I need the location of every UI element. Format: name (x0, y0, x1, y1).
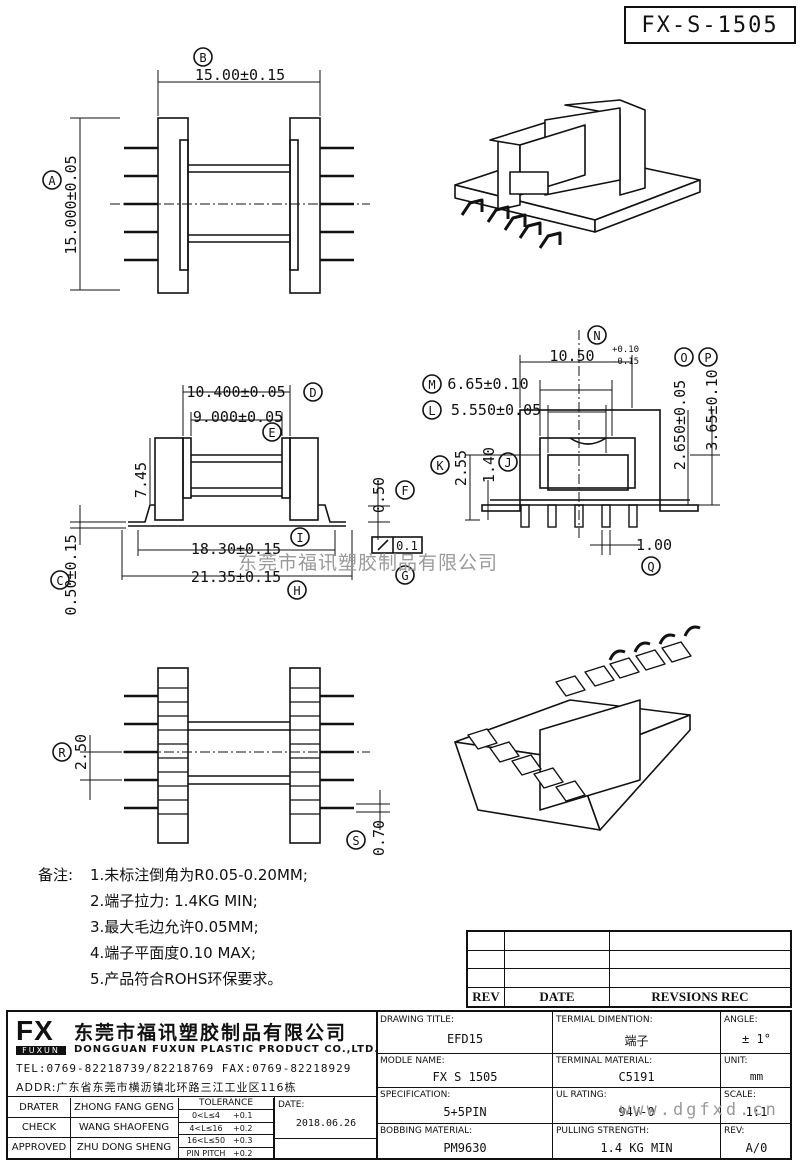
top-view (42, 47, 370, 294)
notes: 备注: 1.未标注倒角为R0.05-0.20MM; 2.端子拉力: 1.4KG M… (38, 862, 308, 992)
ul-rating: 94V-0 (618, 1105, 655, 1119)
label-i: I (296, 531, 303, 545)
dim-s: 0.70 (370, 820, 388, 856)
note-item: 1.未标注倒角为R0.05-0.20MM; (90, 866, 308, 884)
note-item: 2.端子拉力: 1.4KG MIN; (90, 892, 258, 910)
company-logo: FX FUXUN (16, 1016, 70, 1060)
dim-g: 0.1 (396, 539, 418, 553)
dim-m: 6.65±0.10 (447, 375, 528, 393)
label-g: G (401, 569, 408, 583)
title-block: FX FUXUN 东莞市福讯塑胶制品有限公司 DONGGUAN FUXUN PL… (6, 1010, 792, 1160)
technical-drawing: B 15.00±0.15 A 15.000±0.05 (42, 47, 721, 856)
company-name-en: DONGGUAN FUXUN PLASTIC PRODUCT CO.,LTD. (74, 1044, 380, 1055)
company-addr: ADDR:广东省东莞市横沥镇北环路三江工业区116栋 (16, 1081, 297, 1094)
unit: mm (749, 1070, 764, 1083)
note-item: 4.端子平面度0.10 MAX; (90, 944, 257, 962)
dim-j: 1.40 (480, 447, 498, 483)
dim-o: 2.650±0.05 (671, 380, 689, 470)
model-name: FX S 1505 (432, 1070, 498, 1084)
label-f: F (401, 484, 408, 498)
dim-height: 7.45 (132, 462, 150, 498)
dim-q: 1.00 (636, 536, 672, 554)
label-j: J (504, 456, 511, 470)
angle: ± 1° (742, 1032, 771, 1046)
label-k: K (436, 459, 444, 473)
dim-h: 21.35±0.15 (191, 568, 281, 586)
dim-e: 9.000±0.05 (193, 408, 283, 426)
note-item: 3.最大毛边允许0.05MM; (90, 918, 259, 936)
dim-f: 0.50 (370, 477, 388, 513)
side-view (50, 382, 423, 600)
label-r: R (58, 746, 66, 760)
date-header: DATE (504, 987, 610, 1008)
label-h: H (293, 584, 300, 598)
signature-block: DRATER ZHONG FANG GENG CHECK WANG SHAOFE… (8, 1098, 274, 1159)
label-q: Q (647, 560, 654, 574)
dim-a: 15.000±0.05 (62, 155, 80, 254)
drater-name: ZHONG FANG GENG (70, 1098, 179, 1118)
terminal-material: C5191 (618, 1070, 655, 1084)
specification: 5+5PIN (443, 1105, 487, 1119)
dim-d: 10.400±0.05 (186, 383, 285, 401)
notes-title: 备注: (38, 866, 74, 884)
dim-l: 5.550±0.05 (451, 401, 541, 419)
watermark-url: www.dgfxd.cn (620, 1100, 779, 1120)
label-s: S (352, 834, 359, 848)
label-d: D (309, 386, 316, 400)
label-l: L (428, 404, 435, 418)
company-name-cn: 东莞市福讯塑胶制品有限公司 (74, 1022, 348, 1044)
label-a: A (48, 174, 56, 188)
approved-name: ZHU DONG SHENG (70, 1138, 179, 1158)
label-n: N (593, 329, 600, 343)
date-label: DATE: (278, 1100, 305, 1110)
dim-b: 15.00±0.15 (195, 66, 285, 84)
front-view (422, 325, 720, 576)
dim-i: 18.30±0.15 (191, 540, 281, 558)
dim-r: 2.50 (72, 734, 90, 770)
company-tel: TEL:0769-82218739/82218769 FAX:0769-8221… (16, 1062, 352, 1075)
date-value: 2018.06.26 (295, 1118, 357, 1129)
label-b: B (199, 51, 206, 65)
label-c: C (56, 574, 63, 588)
label-e: E (268, 426, 275, 440)
check-name: WANG SHAOFENG (70, 1118, 179, 1138)
terminal-dimension: 端子 (624, 1034, 649, 1048)
dim-c: 0.50±0.15 (62, 534, 80, 615)
dim-n-tol-top: +0.10 (612, 345, 639, 355)
revision: A/0 (745, 1141, 768, 1155)
tolerance-table: 0<L≤4+0.1 4<L≤16+0.2 16<L≤50+0.3 PIN PIT… (179, 1110, 274, 1159)
watermark-text: 东莞市福讯塑胶制品有限公司 (238, 552, 499, 574)
dim-p: 3.65±0.10 (703, 369, 721, 450)
drawing-title: EFD15 (446, 1032, 484, 1046)
iso-view-bottom (454, 625, 701, 831)
scale: 1:1 (745, 1105, 768, 1119)
part-number: FX-S-1505 (624, 6, 796, 44)
pulling-strength: 1.4 KG MIN (600, 1141, 673, 1155)
note-item: 5.产品符合ROHS环保要求。 (90, 970, 283, 988)
rev-header: REV (466, 987, 505, 1008)
label-p: P (704, 351, 711, 365)
bobbin-material: PM9630 (443, 1141, 487, 1155)
label-o: O (680, 351, 687, 365)
revisions-header: REVSIONS REC (609, 987, 792, 1008)
bottom-view (52, 667, 390, 850)
label-m: M (428, 378, 435, 392)
dim-k: 2.55 (452, 450, 470, 486)
dim-n: 10.50 (549, 347, 594, 365)
dim-n-tol-bot: -0.15 (612, 357, 639, 367)
iso-view-top (454, 99, 701, 249)
